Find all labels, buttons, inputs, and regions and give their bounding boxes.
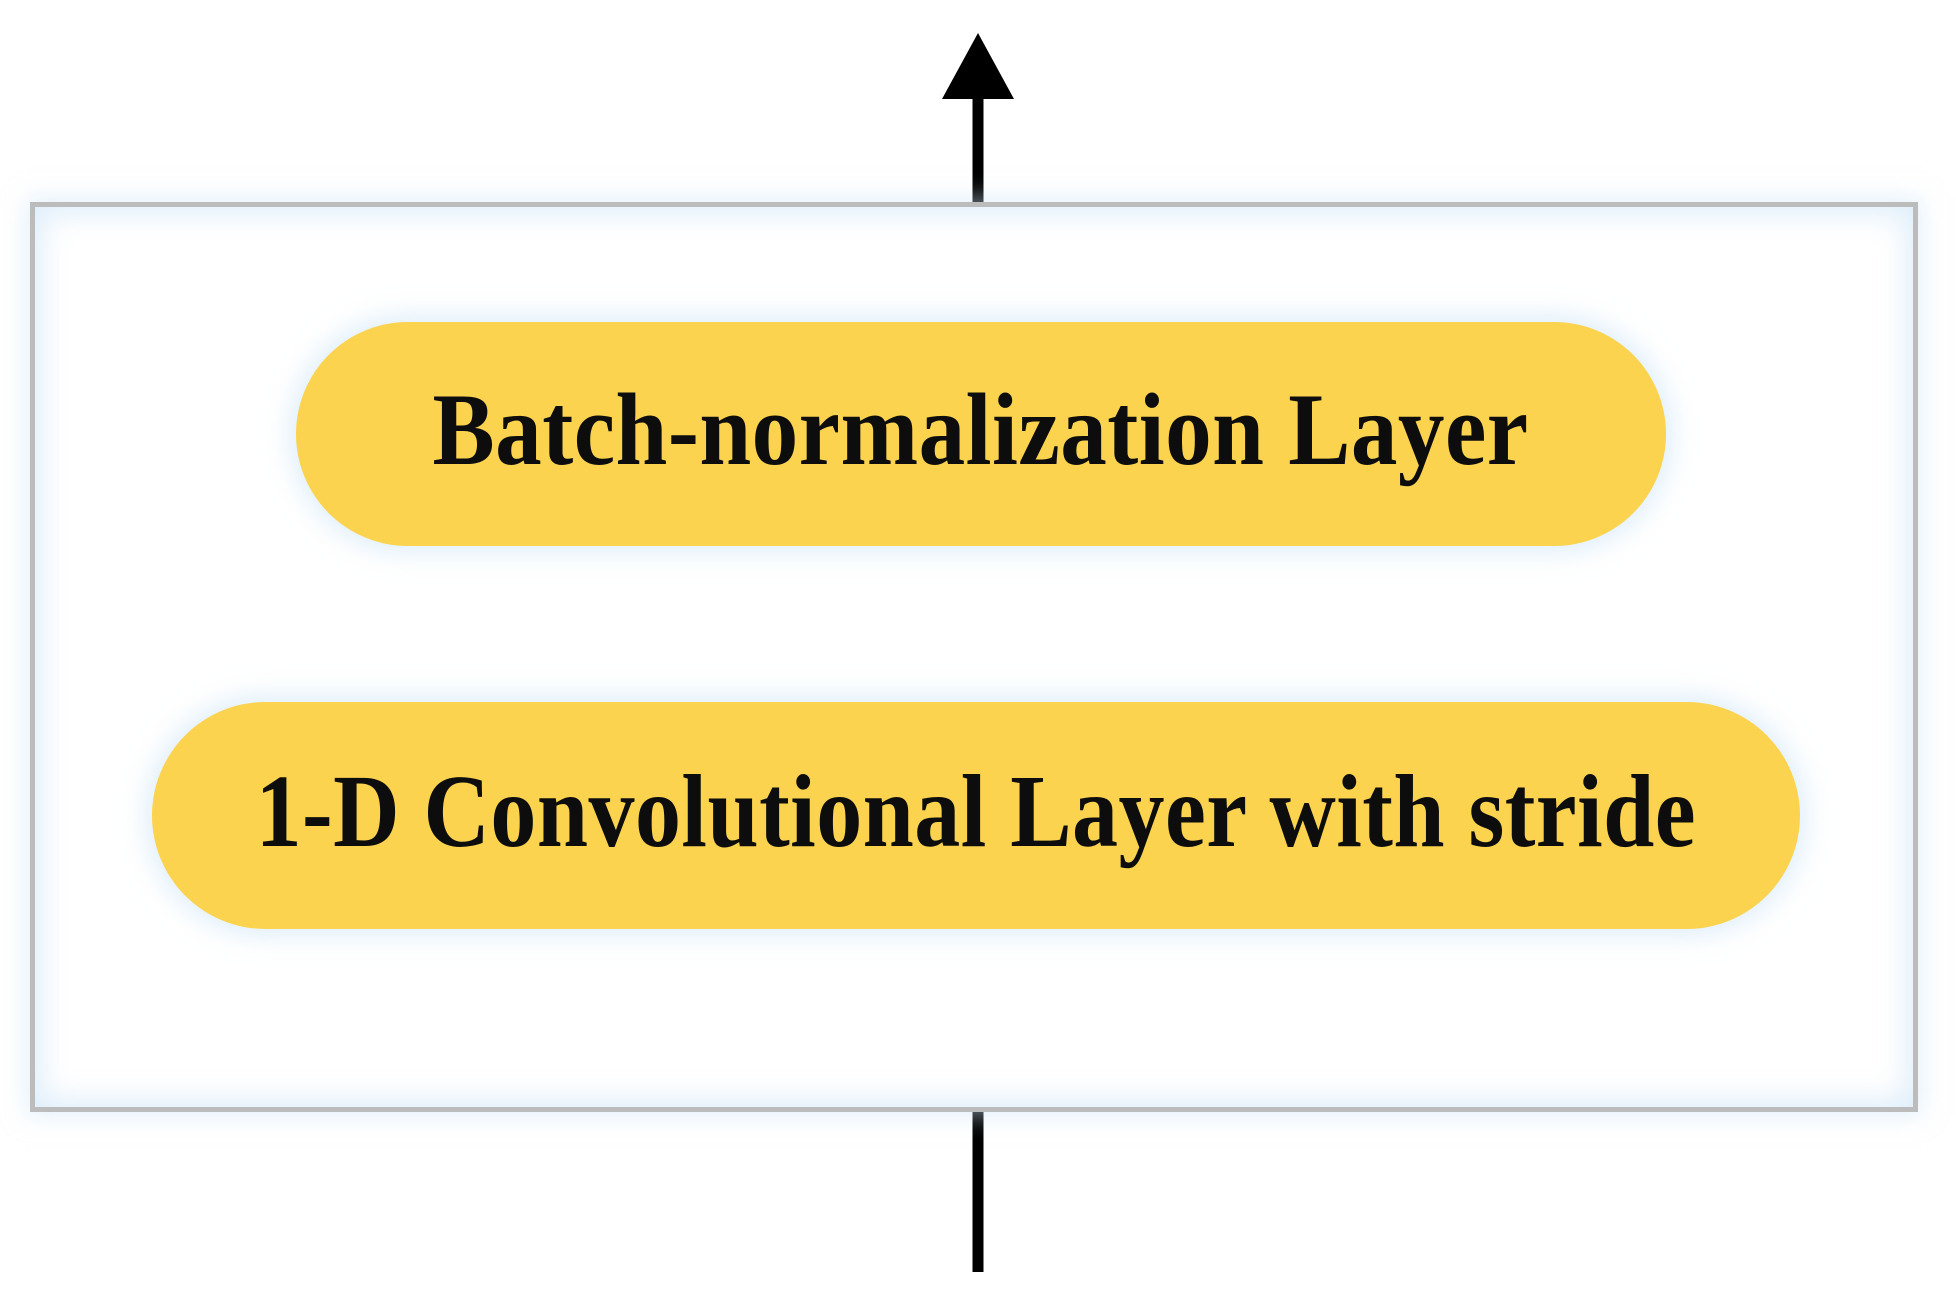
block-conv1d-layer-label: 1-D Convolutional Layer with stride [255,753,1697,869]
block-batch-normalization-layer[interactable]: Batch-normalization Layer [296,322,1666,546]
output-arrow-shape [942,33,1014,340]
block-batch-normalization-layer-label: Batch-normalization Layer [432,372,1530,487]
block-conv1d-layer[interactable]: 1-D Convolutional Layer with stride [152,702,1800,929]
